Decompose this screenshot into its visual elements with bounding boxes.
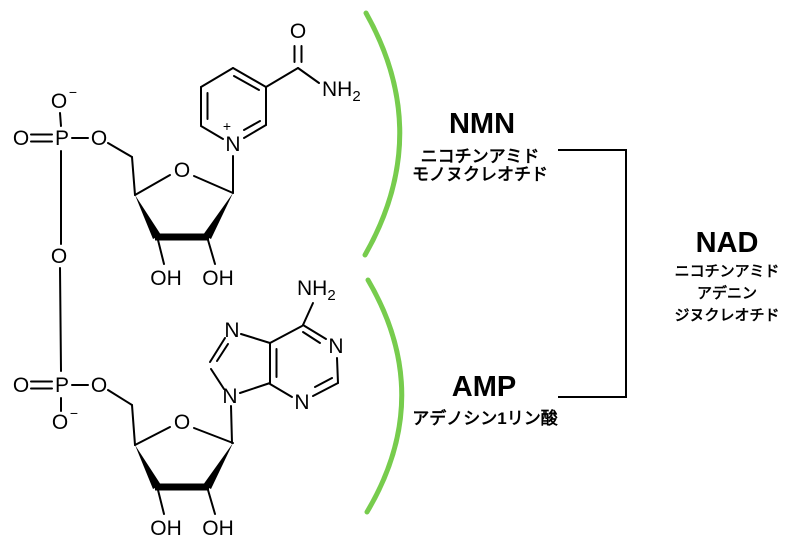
bond <box>209 337 226 363</box>
hydroxyl-label: OH <box>202 267 234 290</box>
nad-title: NAD <box>696 227 759 259</box>
negative-charge-label: − <box>70 405 78 421</box>
nad-subtitle-line3: ジヌクレオチド <box>674 307 779 324</box>
positive-charge-label: + <box>223 118 231 134</box>
bond <box>107 389 133 406</box>
bond <box>134 426 171 446</box>
nad-subtitle-line1: ニコチンアミド <box>675 263 780 280</box>
amp-ribose-group: O OH OH <box>134 405 234 540</box>
nmn-subtitle-line2: モノヌクレオチド <box>412 165 548 184</box>
negative-charge-label: − <box>69 84 77 100</box>
nmn-title: NMN <box>449 108 515 140</box>
oxygen-atom-label: O <box>51 90 67 113</box>
oxygen-atom-label: O <box>91 127 107 150</box>
double-bond-inner <box>216 343 229 362</box>
nad-subtitle-line2: アデニン <box>697 284 757 302</box>
double-bond-inner <box>243 120 261 131</box>
amp-molecule: P O O O − O OH OH N <box>13 277 344 540</box>
bond <box>239 382 271 394</box>
nitrogen-atom-label: N <box>222 385 237 408</box>
wedge-bond <box>203 443 233 489</box>
nmn-ribose-group: O OH OH <box>134 155 234 290</box>
nmn-phosphate-group: O − P O O <box>13 84 136 245</box>
glycosidic-bond <box>230 405 233 444</box>
bond <box>210 368 225 390</box>
bond <box>193 175 234 194</box>
nmn-subtitle-line1: ニコチンアミド <box>421 147 540 166</box>
bond <box>200 67 234 88</box>
nad-bracket <box>558 149 627 398</box>
amide-group: O NH2 <box>265 20 361 105</box>
bond <box>59 112 62 127</box>
bond <box>131 404 136 446</box>
double-bond-inner <box>233 75 260 91</box>
bond <box>265 67 299 88</box>
bridge-oxygen-label: O <box>51 245 67 268</box>
nitrogen-atom-label: N <box>328 335 343 358</box>
amine-group-label: NH2 <box>297 277 336 304</box>
bond <box>134 174 171 196</box>
bond <box>207 489 216 515</box>
bond <box>243 124 267 139</box>
phosphoanhydride-bridge: O <box>51 245 67 372</box>
nmn-label: NMN ニコチンアミド モノヌクレオチド <box>412 108 548 184</box>
bond <box>297 67 320 84</box>
nicotinamide-ring: N + <box>200 67 267 156</box>
bond <box>302 324 327 340</box>
bond <box>336 357 339 384</box>
phosphorus-atom-label: P <box>55 374 69 397</box>
bond <box>302 302 314 326</box>
nitrogen-atom-label: N <box>224 319 239 342</box>
bond <box>157 489 165 515</box>
bond <box>157 239 165 265</box>
nitrogen-atom-label: N <box>225 133 240 156</box>
carbonyl-oxygen-label: O <box>290 20 306 43</box>
bond <box>107 142 133 158</box>
bond <box>269 325 303 344</box>
wedge-bond <box>203 193 233 239</box>
hydroxyl-label: OH <box>150 517 182 540</box>
wedge-bond <box>135 195 161 239</box>
bond <box>193 427 234 444</box>
double-bond-inner <box>314 377 333 388</box>
bond <box>269 383 293 398</box>
oxygen-atom-label: O <box>13 127 29 150</box>
hydroxyl-label: OH <box>150 267 182 290</box>
amp-title: AMP <box>452 371 516 403</box>
nmn-green-bracket <box>362 10 403 258</box>
nmn-molecule: O − P O O O OH OH <box>13 20 361 290</box>
oxygen-atom-label: O <box>91 374 107 397</box>
amp-label: AMP アデノシン1リン酸 <box>412 371 558 428</box>
amp-green-bracket <box>364 277 405 515</box>
bond <box>232 67 267 88</box>
wedge-bond <box>135 445 161 489</box>
amine-group-label: NH2 <box>322 78 361 105</box>
bond <box>312 382 339 397</box>
hydroxyl-label: OH <box>202 517 234 540</box>
bond <box>200 125 224 140</box>
phosphorus-atom-label: P <box>55 127 69 150</box>
ring-oxygen-label: O <box>174 411 190 434</box>
bond <box>59 267 62 372</box>
nitrogen-atom-label: N <box>294 391 309 414</box>
oxygen-atom-label: O <box>13 374 29 397</box>
double-bond-inner <box>302 331 321 344</box>
oxygen-atom-label: O <box>52 411 68 434</box>
adenine-ring: N N NH2 N N <box>209 277 344 414</box>
amp-subtitle-line1: アデノシン1リン酸 <box>412 408 558 428</box>
bond <box>240 333 271 344</box>
bond <box>131 156 136 196</box>
nad-label: NAD ニコチンアミド アデニン ジヌクレオチド <box>674 227 779 324</box>
bond <box>207 239 216 265</box>
amp-phosphate-group: P O O O − <box>13 374 136 446</box>
ring-oxygen-label: O <box>174 159 190 182</box>
